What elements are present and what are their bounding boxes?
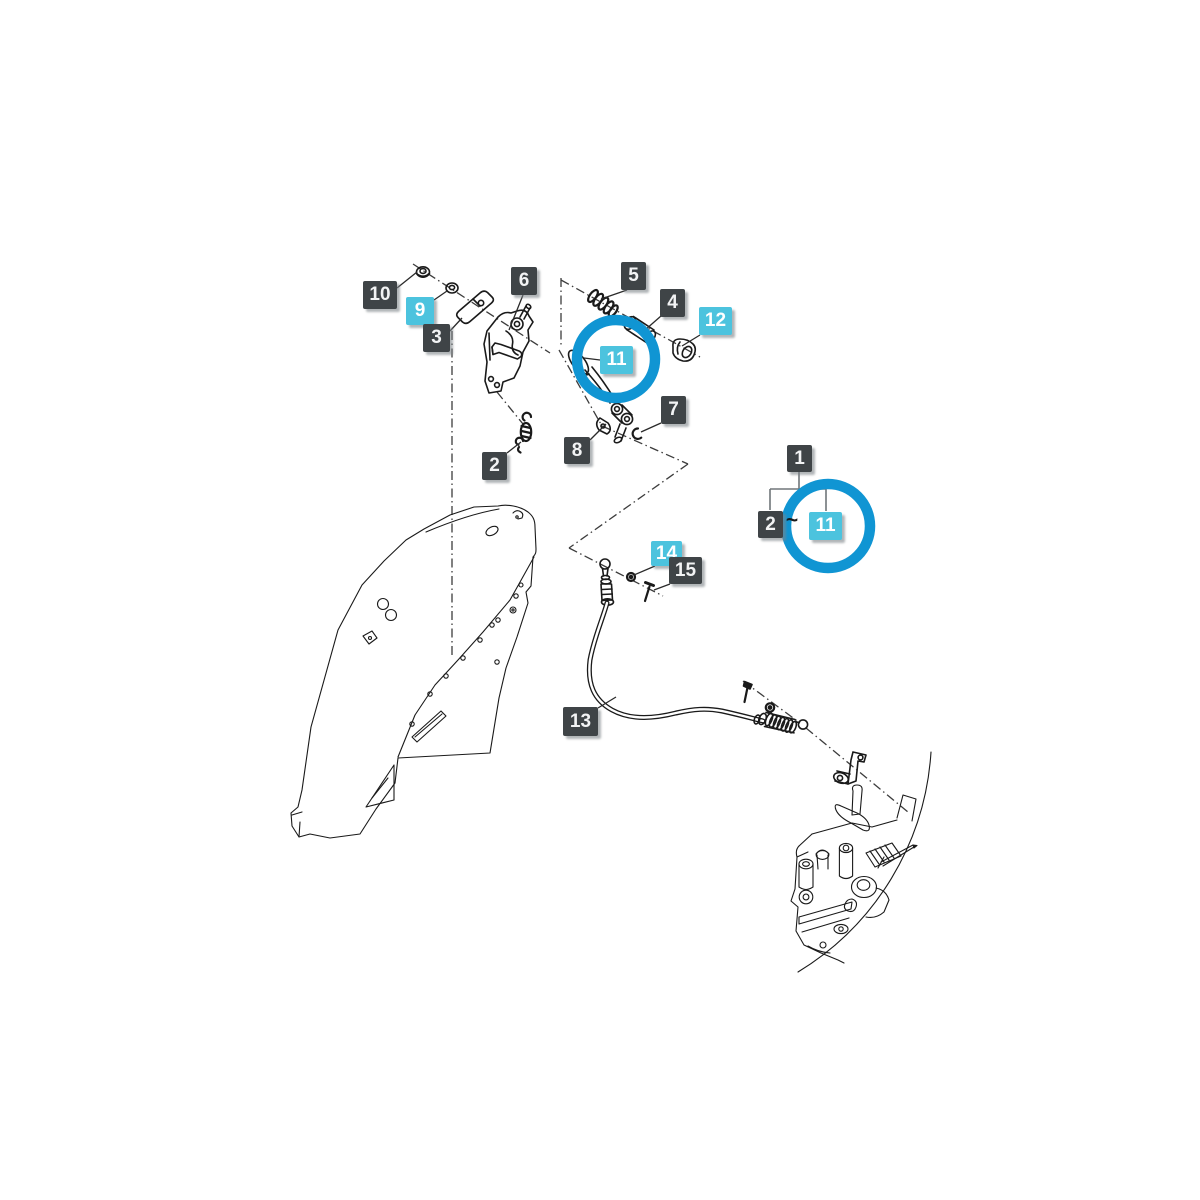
- part-label-5: 5: [621, 262, 646, 290]
- highlight-circles: [571, 314, 876, 574]
- mount-bracket-parts-drawing: [415, 265, 534, 394]
- part-label-10: 10: [363, 281, 397, 309]
- part-label-11a: 11: [600, 346, 633, 374]
- part-label-2b: 2: [758, 511, 783, 538]
- highlight-circle-2: [780, 478, 876, 574]
- hierarchy-bracket: [769, 472, 827, 511]
- part-label-7: 7: [661, 396, 686, 424]
- part-label-tilde: ~: [785, 509, 799, 532]
- shift-lever-drawing: [567, 349, 643, 444]
- part-label-15: 15: [669, 557, 702, 584]
- part-label-3: 3: [423, 324, 450, 352]
- fender-panel-drawing: [290, 504, 537, 839]
- control-cable-drawing: [586, 558, 809, 734]
- part-label-11b: 11: [809, 512, 842, 540]
- part-label-12: 12: [699, 307, 732, 335]
- transmission-housing-drawing: [790, 751, 932, 973]
- part-label-8: 8: [564, 437, 590, 464]
- part-label-4: 4: [660, 289, 685, 317]
- part-label-9: 9: [406, 297, 434, 325]
- part-label-1: 1: [787, 445, 812, 472]
- part-label-2a: 2: [482, 452, 507, 480]
- leader-lines: [396, 271, 701, 709]
- return-spring-drawing: [514, 411, 533, 454]
- part-label-14: 14: [651, 541, 682, 566]
- part-label-13: 13: [563, 707, 598, 736]
- part-label-6: 6: [511, 267, 537, 295]
- highlight-circle-1: [571, 314, 661, 404]
- cable-bracket-drawing: [832, 751, 867, 785]
